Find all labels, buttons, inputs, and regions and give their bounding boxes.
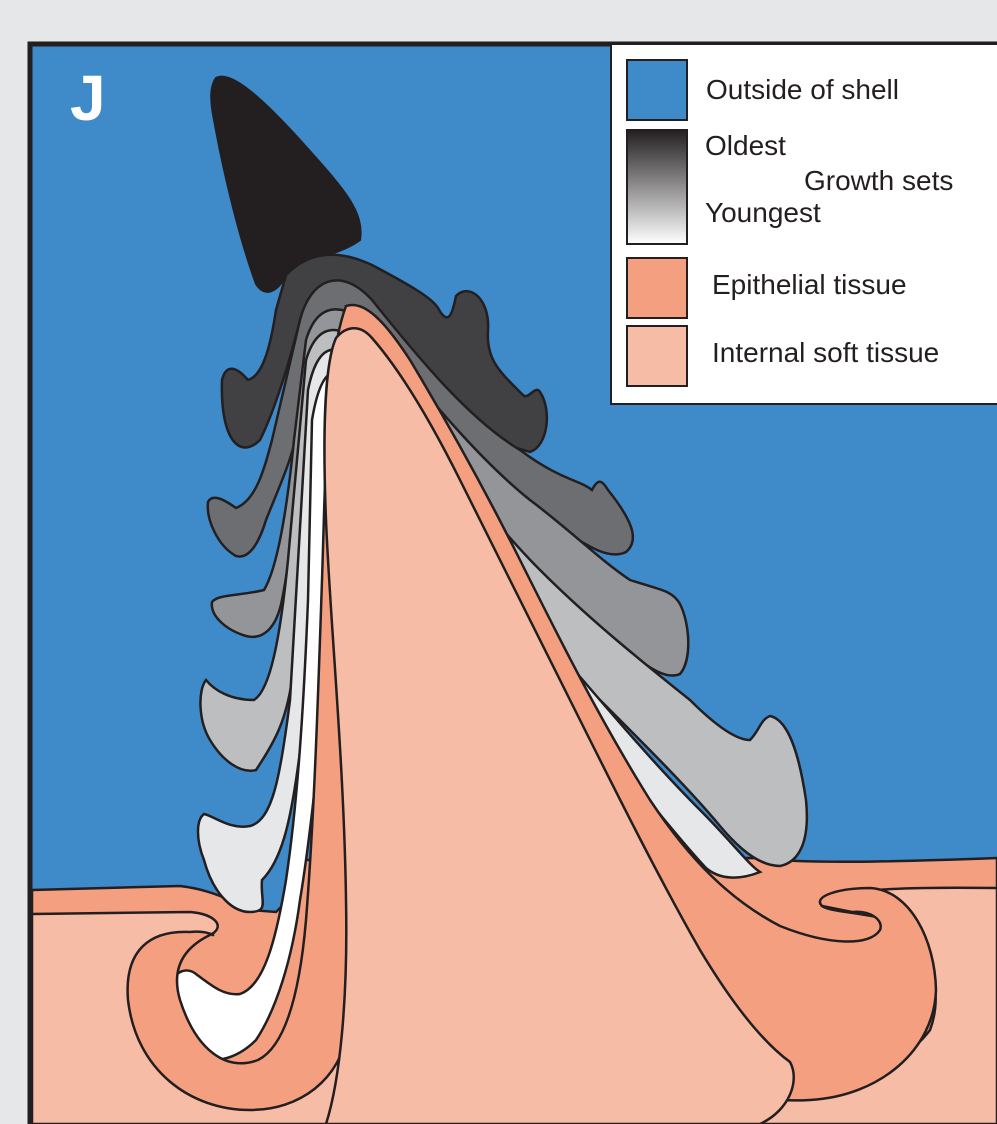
legend-label-epithelial-tissue: Epithelial tissue [712, 269, 907, 300]
legend-label-growth-sets: Growth sets [804, 165, 953, 196]
legend-swatch-growth-sets [627, 130, 687, 244]
legend-label-youngest: Youngest [705, 197, 821, 228]
panel-label: J [70, 62, 106, 134]
legend-swatch-outside-of-shell [627, 60, 687, 120]
legend-swatch-epithelial-tissue [627, 258, 687, 318]
legend-label-oldest: Oldest [705, 130, 786, 161]
legend-label-internal-soft-tissue: Internal soft tissue [712, 337, 939, 368]
legend: Outside of shell Oldest Growth sets Youn… [611, 44, 997, 404]
legend-label-outside-of-shell: Outside of shell [706, 74, 899, 105]
legend-swatch-internal-soft-tissue [627, 326, 687, 386]
